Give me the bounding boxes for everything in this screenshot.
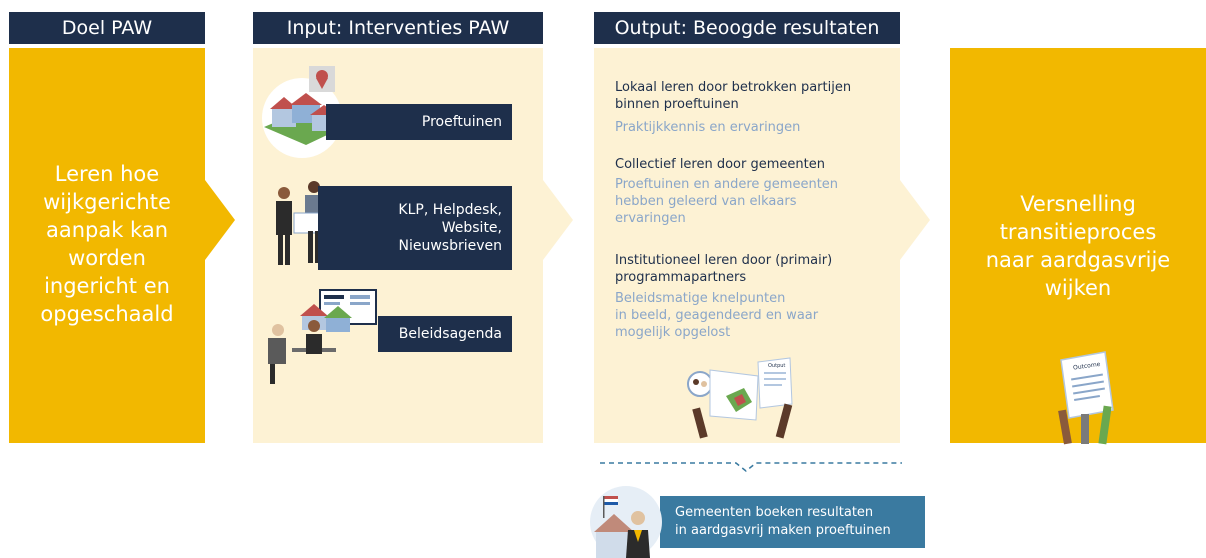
goal-panel — [9, 48, 205, 443]
beleidsagenda-label: Beleidsagenda — [378, 316, 512, 352]
dashed-bracket — [600, 462, 902, 472]
outcome-line: naar aardgasvrije — [985, 248, 1171, 272]
outcome-line: transitieproces — [999, 220, 1157, 244]
result-1-title: Lokaal leren door betrokken partijen bin… — [615, 79, 885, 113]
input-header: Input: Interventies PAW — [253, 12, 543, 44]
result-2-title: Collectief leren door gemeenten — [615, 156, 885, 173]
label-line: Beleidsagenda — [398, 326, 502, 342]
results-callout: Gemeenten boeken resultaten in aardgasvr… — [660, 496, 925, 548]
output-arrow — [900, 180, 930, 260]
output-header: Output: Beoogde resultaten — [594, 12, 900, 44]
callout-line: Gemeenten boeken resultaten — [675, 505, 874, 520]
sub-line: hebben geleerd van elkaars — [615, 194, 797, 209]
output-document-icon: Output — [687, 357, 793, 439]
goal-line: aanpak kan — [45, 218, 169, 242]
label-line: Nieuwsbrieven — [398, 238, 502, 254]
mayor-icon — [594, 496, 650, 558]
outcome-doc-label: Outcome — [1073, 361, 1101, 372]
outcome-line: Versnelling — [1020, 192, 1136, 216]
result-3-sub: Beleidsmatige knelpunten in beeld, geage… — [615, 290, 885, 341]
title-line: binnen proeftuinen — [615, 97, 739, 112]
result-2-sub: Proeftuinen en andere gemeenten hebben g… — [615, 176, 885, 227]
label-line: Website, — [441, 220, 502, 236]
goal-line: wijkgerichte — [43, 190, 171, 214]
sub-line: Beleidsmatige knelpunten — [615, 291, 786, 306]
result-3-title: Institutioneel leren door (primair) prog… — [615, 252, 885, 286]
title-line: programmapartners — [615, 270, 747, 285]
sub-line: in beeld, geagendeerd en waar — [615, 308, 819, 323]
outcome-document-icon: Outcome — [1058, 351, 1114, 445]
outcome-line: wijken — [1044, 276, 1112, 300]
label-line: KLP, Helpdesk, — [398, 202, 502, 218]
title-line: Lokaal leren door betrokken partijen — [615, 80, 852, 95]
meeting-icon — [268, 289, 377, 384]
proeftuinen-label: Proeftuinen — [326, 104, 512, 140]
goal-line: ingericht en — [44, 274, 170, 298]
title-line: Collectief leren door gemeenten — [615, 157, 825, 172]
label-line: Proeftuinen — [421, 114, 502, 130]
goal-line: opgeschaald — [40, 302, 174, 326]
goal-arrow — [205, 180, 235, 260]
klp-label: KLP, Helpdesk, Website, Nieuwsbrieven — [318, 186, 512, 270]
goal-line: Leren hoe — [54, 162, 160, 186]
goal-text: Leren hoe wijkgerichte aanpak kan worden… — [9, 160, 205, 328]
goal-line: worden — [68, 246, 146, 270]
input-arrow — [543, 180, 573, 260]
sub-line: ervaringen — [615, 211, 686, 226]
sub-line: mogelijk opgelost — [615, 325, 731, 340]
sub-line: Praktijkkennis en ervaringen — [615, 120, 801, 135]
outcome-text: Versnelling transitieproces naar aardgas… — [950, 190, 1206, 302]
goal-header: Doel PAW — [9, 12, 205, 44]
callout-line: in aardgasvrij maken proeftuinen — [675, 523, 891, 538]
output-doc-label: Output — [768, 363, 785, 369]
sub-line: Proeftuinen en andere gemeenten — [615, 177, 839, 192]
result-1-sub: Praktijkkennis en ervaringen — [615, 119, 885, 136]
title-line: Institutioneel leren door (primair) — [615, 253, 833, 268]
